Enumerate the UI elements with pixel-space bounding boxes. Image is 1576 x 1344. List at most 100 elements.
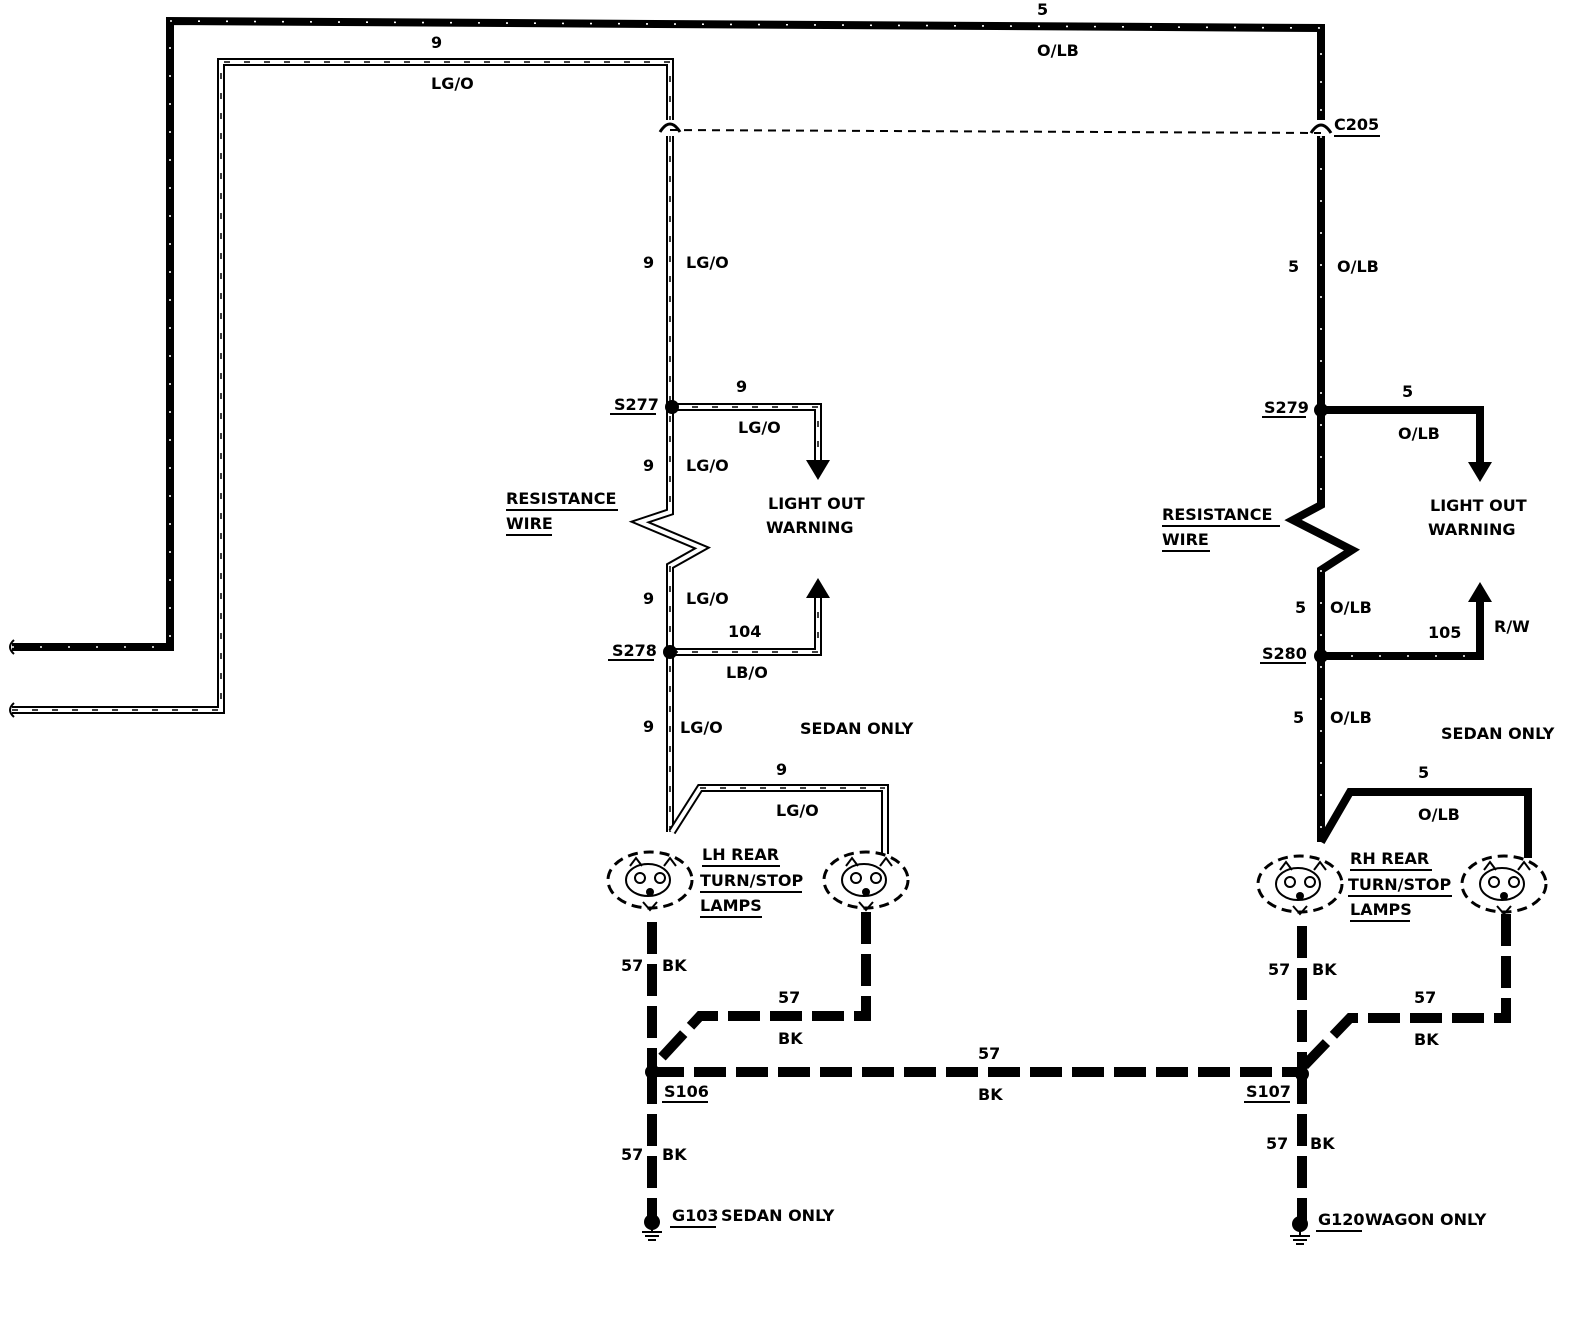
splice-label: S107 (1246, 1082, 1291, 1101)
wire-lh-lamp-jumper (668, 784, 889, 854)
light-out-warning-label: WARNING (766, 518, 854, 537)
wire-number: 57 (1266, 1134, 1288, 1153)
lh-lamp-inner (606, 850, 694, 912)
splice-label: S279 (1264, 398, 1309, 417)
wire-color: O/LB (1330, 708, 1372, 727)
wire-color: R/W (1494, 617, 1530, 636)
wire-rh-lamp-jumper (1317, 788, 1532, 858)
wire-number: 9 (776, 760, 787, 779)
wire-number: 9 (643, 253, 654, 272)
resistance-wire-label: RESISTANCE (506, 489, 616, 508)
wire-57-bk-ground (647, 912, 1511, 1222)
light-out-warning-label: LIGHT OUT (768, 494, 865, 513)
wire-lh-vertical (628, 136, 712, 832)
wire-rh-s280-branch (1323, 582, 1492, 660)
wire-9-lgo-top (9, 58, 674, 718)
rh-lamp-label: TURN/STOP (1348, 875, 1452, 894)
sedan-only-label: SEDAN ONLY (1441, 724, 1555, 743)
rh-lamp-label: RH REAR (1350, 849, 1429, 868)
wire-color: LB/O (726, 663, 768, 682)
wire-number: 5 (1293, 708, 1304, 727)
wire-color: LG/O (686, 589, 729, 608)
ground-g103-note: SEDAN ONLY (721, 1206, 835, 1225)
resistance-wire-label: RESISTANCE (1162, 505, 1272, 524)
lh-lamp-label: LH REAR (702, 845, 779, 864)
splice-s280-dot (1314, 649, 1328, 663)
wire-color: LG/O (686, 253, 729, 272)
rh-lamp-label: LAMPS (1350, 900, 1412, 919)
wire-number: 57 (1268, 960, 1290, 979)
wire-number: 5 (1295, 598, 1306, 617)
splice-label: S278 (612, 641, 657, 660)
ground-symbol-icon (1290, 1216, 1310, 1245)
wire-number: 9 (736, 377, 747, 396)
wire-number: 57 (621, 956, 643, 975)
wire-lh-s277-branch (672, 403, 830, 480)
wire-break-icon (9, 702, 15, 718)
arrow-up-icon (1468, 582, 1492, 602)
wire-color: LG/O (680, 718, 723, 737)
splice-label: S277 (614, 395, 659, 414)
ground-symbol-icon (642, 1214, 662, 1241)
wire-lh-s278-branch (672, 578, 830, 656)
arrow-down-icon (1468, 462, 1492, 482)
wire-color: LG/O (431, 74, 474, 93)
wire-number: 9 (643, 589, 654, 608)
wire-number: 57 (621, 1145, 643, 1164)
wire-color: O/LB (1418, 805, 1460, 824)
wire-color: LG/O (738, 418, 781, 437)
connector-c205-label: C205 (1334, 115, 1379, 134)
wire-number: 5 (1288, 257, 1299, 276)
resistance-wire-label: WIRE (506, 514, 553, 533)
lh-lamp-outer (822, 850, 910, 912)
wire-color: BK (1312, 960, 1337, 979)
wire-color: O/LB (1398, 424, 1440, 443)
arrow-up-icon (806, 578, 830, 598)
lh-lamp-label: TURN/STOP (700, 871, 804, 890)
wire-color: BK (662, 956, 687, 975)
wire-color: LG/O (686, 456, 729, 475)
wire-color: BK (1414, 1030, 1439, 1049)
rh-lamp-outer (1460, 854, 1548, 916)
rh-lamp-inner (1256, 854, 1344, 916)
wire-number: 57 (778, 988, 800, 1007)
wire-number: 105 (1428, 623, 1461, 642)
wire-number: 9 (643, 456, 654, 475)
wire-break-icon (9, 639, 15, 655)
wire-color: BK (662, 1145, 687, 1164)
splice-s106-dot (645, 1065, 659, 1079)
wire-color: O/LB (1330, 598, 1372, 617)
splice-s278-dot (663, 645, 677, 659)
sedan-only-label: SEDAN ONLY (800, 719, 914, 738)
ground-g103-label: G103 (672, 1206, 719, 1225)
wire-color: LG/O (776, 801, 819, 820)
wire-5-olb-top (9, 16, 1325, 655)
wire-number: 5 (1402, 382, 1413, 401)
splice-s277-dot (665, 400, 679, 414)
wire-number: 57 (1414, 988, 1436, 1007)
wire-rh-s279-branch (1323, 406, 1492, 482)
wire-color: O/LB (1337, 257, 1379, 276)
wire-number: 5 (1418, 763, 1429, 782)
splice-s107-dot (1295, 1067, 1309, 1081)
wire-number: 5 (1037, 0, 1048, 19)
light-out-warning-label: WARNING (1428, 520, 1516, 539)
ground-g120-note: WAGON ONLY (1365, 1210, 1487, 1229)
splice-label: S280 (1262, 644, 1307, 663)
wire-color: BK (978, 1085, 1003, 1104)
connector-c205: C205 (658, 115, 1380, 137)
splice-label: S106 (664, 1082, 709, 1101)
wire-color: BK (778, 1029, 803, 1048)
ground-g120-label: G120 (1318, 1210, 1365, 1229)
wire-number: 57 (978, 1044, 1000, 1063)
lh-lamp-label: LAMPS (700, 896, 762, 915)
light-out-warning-label: LIGHT OUT (1430, 496, 1527, 515)
wire-number: 104 (728, 622, 761, 641)
wire-color: BK (1310, 1134, 1335, 1153)
arrow-down-icon (806, 460, 830, 480)
wire-color: O/LB (1037, 41, 1079, 60)
wire-number: 9 (643, 717, 654, 736)
wire-number: 9 (431, 33, 442, 52)
splice-s279-dot (1314, 403, 1328, 417)
